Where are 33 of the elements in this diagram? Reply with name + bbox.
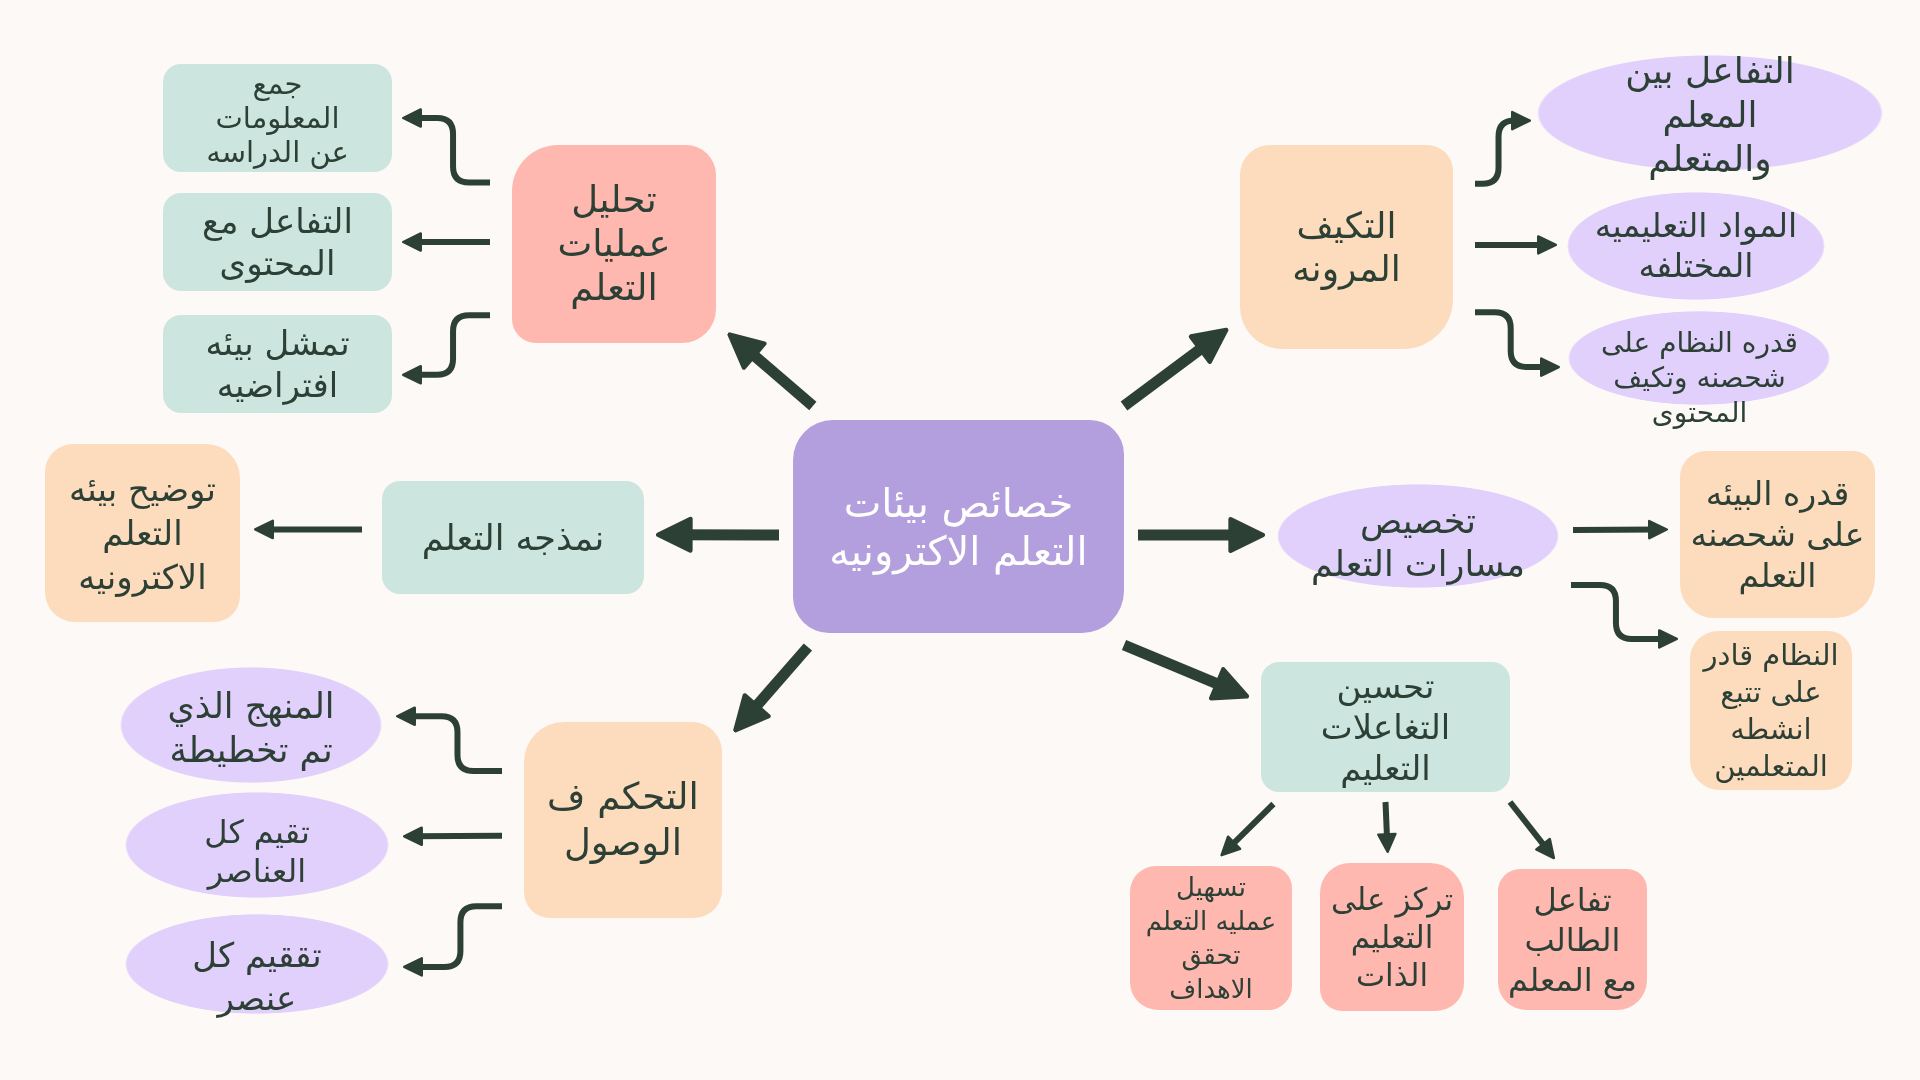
topic-box: توضيح بيئه التعلم الاكترونيه (45, 444, 240, 622)
topic-box: قدره البيئه على شحصنه التعلم (1680, 451, 1875, 618)
arrow (733, 643, 813, 733)
arrow (1475, 235, 1557, 255)
topic-box: جمع المعلومات عن الدراسه (163, 64, 392, 172)
arrow (402, 232, 490, 252)
arrow (1138, 517, 1265, 553)
arrow (727, 332, 817, 411)
arrow (396, 706, 502, 774)
arrow (1120, 327, 1229, 411)
topic-box: التحكم ف الوصول (524, 722, 722, 918)
arrow (1220, 801, 1276, 857)
topic-box: النظام قادر على تتبع انشطه المتعلمين (1690, 631, 1852, 790)
topic-box: نمذجه التعلم (382, 481, 644, 594)
topic-box: تركز على التعليم الذات (1320, 863, 1464, 1011)
central-topic-box: خصائص بيئات التعلم الاكترونيه (793, 420, 1124, 633)
arrow (1571, 582, 1678, 649)
arrow (1507, 800, 1556, 860)
topic-box: التفاعل مع المحتوى (163, 193, 392, 291)
arrow (1475, 110, 1531, 187)
topic-box: تحسين التغاعلات التعليم (1261, 662, 1510, 792)
arrow (1572, 519, 1668, 540)
topic-box: تمشل بيئه افتراضيه (163, 315, 392, 413)
topic-box: تفاعل الطالب مع المعلم (1498, 869, 1647, 1010)
arrow (656, 516, 779, 553)
topic-box: التكيف المرونه (1240, 145, 1453, 349)
arrow (403, 826, 503, 847)
arrow (403, 903, 502, 977)
arrow (1377, 801, 1397, 853)
arrow (254, 519, 362, 540)
topic-box: تحليل عمليات التعلم (512, 145, 716, 343)
topic-box: تسهيل عمليه التعلم تحقق الاهداف (1130, 866, 1292, 1010)
arrow (1121, 639, 1250, 701)
